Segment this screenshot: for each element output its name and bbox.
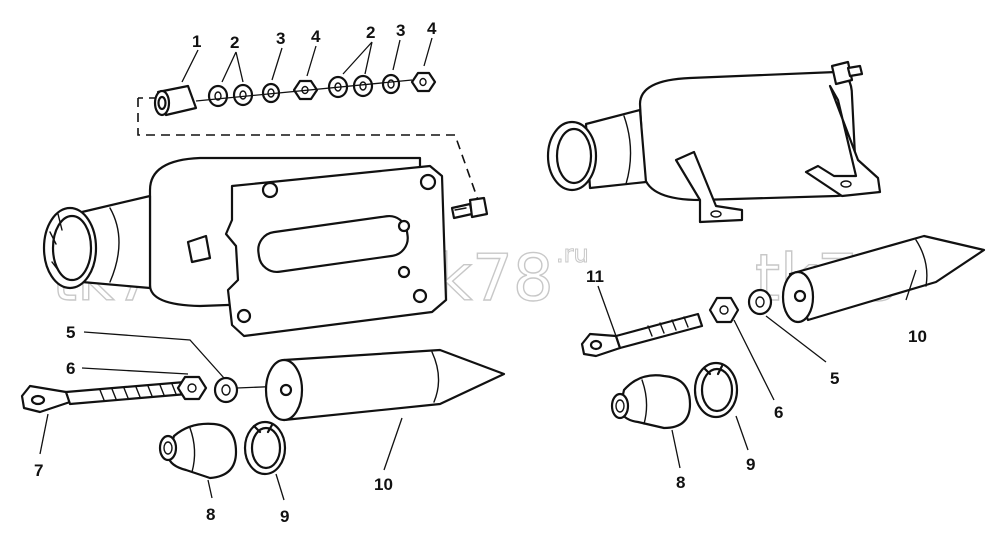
rubber-boot-left bbox=[158, 422, 238, 480]
mounting-bolt-part bbox=[450, 196, 489, 220]
callout-11: 11 bbox=[586, 267, 604, 286]
callout-3: 3 bbox=[276, 29, 285, 48]
callout-1: 1 bbox=[192, 32, 201, 51]
plunger-pin-right bbox=[580, 312, 704, 358]
hardware-axis-line bbox=[195, 79, 413, 102]
circlip-right bbox=[693, 361, 739, 419]
callout-10-right: 10 bbox=[908, 327, 927, 346]
callout-4-second: 4 bbox=[427, 19, 437, 38]
watermark-center-suffix: .ru bbox=[556, 240, 589, 268]
circlip-left bbox=[243, 420, 287, 476]
spacer-sleeve-part bbox=[153, 84, 198, 117]
callout-3-second: 3 bbox=[396, 21, 405, 40]
solenoid-body-right bbox=[546, 60, 882, 224]
callout-2: 2 bbox=[230, 33, 239, 52]
callout-9-right: 9 bbox=[746, 455, 755, 474]
callout-5-right: 5 bbox=[830, 369, 839, 388]
solenoid-body-left bbox=[42, 156, 448, 338]
callout-10-left: 10 bbox=[374, 475, 393, 494]
plunger-washer-left bbox=[213, 376, 239, 404]
leader-lines-left bbox=[39, 37, 433, 501]
callout-5-left: 5 bbox=[66, 323, 75, 342]
plunger-nut-right bbox=[708, 296, 740, 324]
plunger-nut-left bbox=[176, 375, 208, 401]
callout-2-second: 2 bbox=[366, 23, 375, 42]
callout-4: 4 bbox=[311, 27, 321, 46]
callout-6-left: 6 bbox=[66, 359, 75, 378]
rubber-boot-right bbox=[610, 374, 692, 430]
washer-part bbox=[207, 73, 401, 108]
callout-9-left: 9 bbox=[280, 507, 289, 526]
left-assembly: 1 2 3 4 2 3 4 5 6 7 8 9 10 bbox=[20, 19, 506, 526]
plunger-left bbox=[264, 348, 506, 422]
callout-8-left: 8 bbox=[206, 505, 215, 524]
callout-6-right: 6 bbox=[774, 403, 783, 422]
plunger-right bbox=[781, 234, 986, 324]
plunger-pin-left bbox=[20, 380, 189, 414]
callout-8-right: 8 bbox=[676, 473, 685, 492]
leader-lines-right bbox=[597, 269, 917, 469]
plunger-washer-right bbox=[747, 288, 773, 316]
right-assembly: 11 10 5 6 8 9 bbox=[546, 60, 986, 492]
callout-7: 7 bbox=[34, 461, 43, 480]
